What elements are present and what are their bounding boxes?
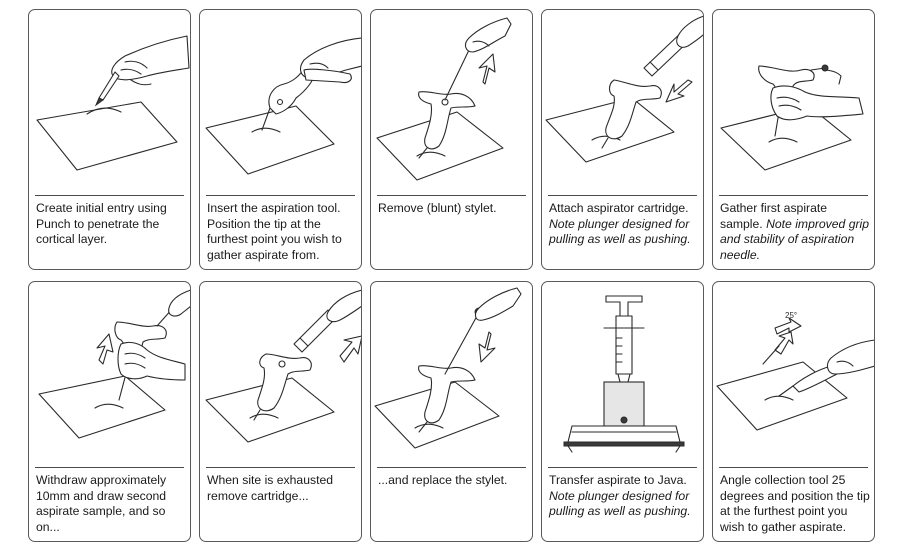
step-7-divider bbox=[206, 467, 355, 468]
step-1-divider bbox=[35, 195, 184, 196]
incision-mark bbox=[86, 107, 122, 115]
step-5-illustration bbox=[720, 64, 864, 171]
step-card-9: Transfer aspirate to Java. Note plunger … bbox=[541, 281, 704, 542]
step-8-caption: ...and replace the stylet. bbox=[378, 473, 528, 489]
step-4-illustration bbox=[545, 15, 703, 163]
step-6-illustration bbox=[38, 289, 190, 439]
incision-mark bbox=[416, 151, 446, 157]
hand-gripping bbox=[770, 64, 864, 121]
incision-mark bbox=[94, 403, 124, 409]
step-7-illustration bbox=[205, 289, 361, 443]
up-arrow bbox=[478, 53, 496, 85]
step-2-text: Insert the aspiration tool. Position the… bbox=[207, 201, 342, 262]
step-4-caption: Attach aspirator cartridge. Note plunger… bbox=[549, 201, 699, 248]
incision-mark bbox=[414, 423, 444, 429]
step-2-caption: Insert the aspiration tool. Position the… bbox=[207, 201, 357, 263]
step-10-text: Angle collection tool 25 degrees and pos… bbox=[720, 473, 870, 534]
incision-mark bbox=[251, 127, 281, 133]
hand-top bbox=[168, 289, 190, 317]
hand-gripping bbox=[117, 341, 186, 381]
step-8-illustration bbox=[374, 287, 522, 449]
incision-mark bbox=[249, 413, 279, 419]
step-2-divider bbox=[206, 195, 355, 196]
step-5-caption: Gather first aspirate sample. Note impro… bbox=[720, 201, 870, 263]
tissue-sheet bbox=[374, 381, 500, 449]
step-3-caption: Remove (blunt) stylet. bbox=[378, 201, 528, 217]
hand bbox=[326, 289, 361, 323]
step-10-caption: Angle collection tool 25 degrees and pos… bbox=[720, 473, 870, 535]
step-4-divider bbox=[548, 195, 697, 196]
up-arrow bbox=[96, 333, 114, 365]
tissue-sheet bbox=[36, 101, 178, 171]
step-9-illustration bbox=[563, 295, 685, 453]
java-base bbox=[563, 381, 685, 453]
step-5-divider bbox=[719, 195, 868, 196]
step-7-text: When site is exhausted remove cartridge.… bbox=[207, 473, 334, 503]
step-9-caption: Transfer aspirate to Java. Note plunger … bbox=[549, 473, 699, 520]
step-card-5: Gather first aspirate sample. Note impro… bbox=[712, 9, 875, 270]
step-6-divider bbox=[35, 467, 184, 468]
hand bbox=[474, 287, 522, 321]
down-left-arrow bbox=[665, 79, 693, 103]
step-3-illustration bbox=[376, 17, 512, 181]
step-1-text: Create initial entry using Punch to pene… bbox=[36, 201, 167, 246]
step-card-7: When site is exhausted remove cartridge.… bbox=[199, 281, 362, 542]
step-4-note: Note plunger designed for pulling as wel… bbox=[549, 216, 691, 247]
syringe-barrel bbox=[603, 315, 645, 383]
step-8-text: ...and replace the stylet. bbox=[378, 473, 508, 487]
step-card-3: Remove (blunt) stylet. bbox=[370, 9, 533, 270]
step-6-text: Withdraw approximately 10mm and draw sec… bbox=[36, 473, 167, 534]
up-right-arrow bbox=[339, 335, 361, 363]
step-9-note: Note plunger designed for pulling as wel… bbox=[549, 488, 691, 519]
hand-with-punch bbox=[94, 35, 190, 107]
tissue-sheet bbox=[545, 97, 675, 163]
tissue-sheet bbox=[38, 375, 166, 439]
step-3-divider bbox=[377, 195, 526, 196]
incision-mark bbox=[591, 135, 621, 141]
step-4-text: Attach aspirator cartridge. bbox=[549, 201, 689, 215]
step-9-text: Transfer aspirate to Java. bbox=[549, 473, 687, 487]
step-8-divider bbox=[377, 467, 526, 468]
step-card-10: 25° Angle collection tool 25 degrees and… bbox=[712, 281, 875, 542]
step-10-illustration: 25° bbox=[716, 311, 874, 431]
hand bbox=[676, 15, 703, 48]
aspiration-tool bbox=[253, 353, 312, 421]
angle-indicator: 25° bbox=[762, 311, 802, 365]
down-arrow bbox=[478, 331, 496, 363]
step-card-4: Attach aspirator cartridge. Note plunger… bbox=[541, 9, 704, 270]
step-card-2: Insert the aspiration tool. Position the… bbox=[199, 9, 362, 270]
step-5-text: Gather first aspirate sample. bbox=[720, 201, 828, 231]
hand bbox=[826, 339, 874, 375]
step-1-caption: Create initial entry using Punch to pene… bbox=[36, 201, 186, 248]
tissue-sheet bbox=[716, 361, 848, 431]
step-card-1: Create initial entry using Punch to pene… bbox=[28, 9, 191, 270]
tissue-sheet bbox=[205, 105, 335, 175]
angle-label: 25° bbox=[785, 311, 797, 320]
step-10-divider bbox=[719, 467, 868, 468]
step-card-8: ...and replace the stylet. bbox=[370, 281, 533, 542]
aspiration-tool bbox=[418, 91, 476, 159]
plunger-handle bbox=[605, 295, 643, 317]
step-9-divider bbox=[548, 467, 697, 468]
hand bbox=[299, 37, 361, 84]
step-6-caption: Withdraw approximately 10mm and draw sec… bbox=[36, 473, 186, 535]
step-1-illustration bbox=[36, 35, 190, 171]
step-2-illustration bbox=[205, 37, 361, 175]
aspiration-tool bbox=[261, 67, 317, 131]
step-5-note: Note improved grip and stability of aspi… bbox=[720, 216, 870, 262]
hand bbox=[464, 17, 512, 53]
incision-mark bbox=[768, 137, 798, 143]
step-card-6: Withdraw approximately 10mm and draw sec… bbox=[28, 281, 191, 542]
aspiration-tool bbox=[601, 79, 662, 149]
step-7-caption: When site is exhausted remove cartridge.… bbox=[207, 473, 357, 504]
step-3-text: Remove (blunt) stylet. bbox=[378, 201, 497, 215]
incision-mark bbox=[764, 395, 794, 401]
aspiration-tool bbox=[418, 365, 476, 433]
